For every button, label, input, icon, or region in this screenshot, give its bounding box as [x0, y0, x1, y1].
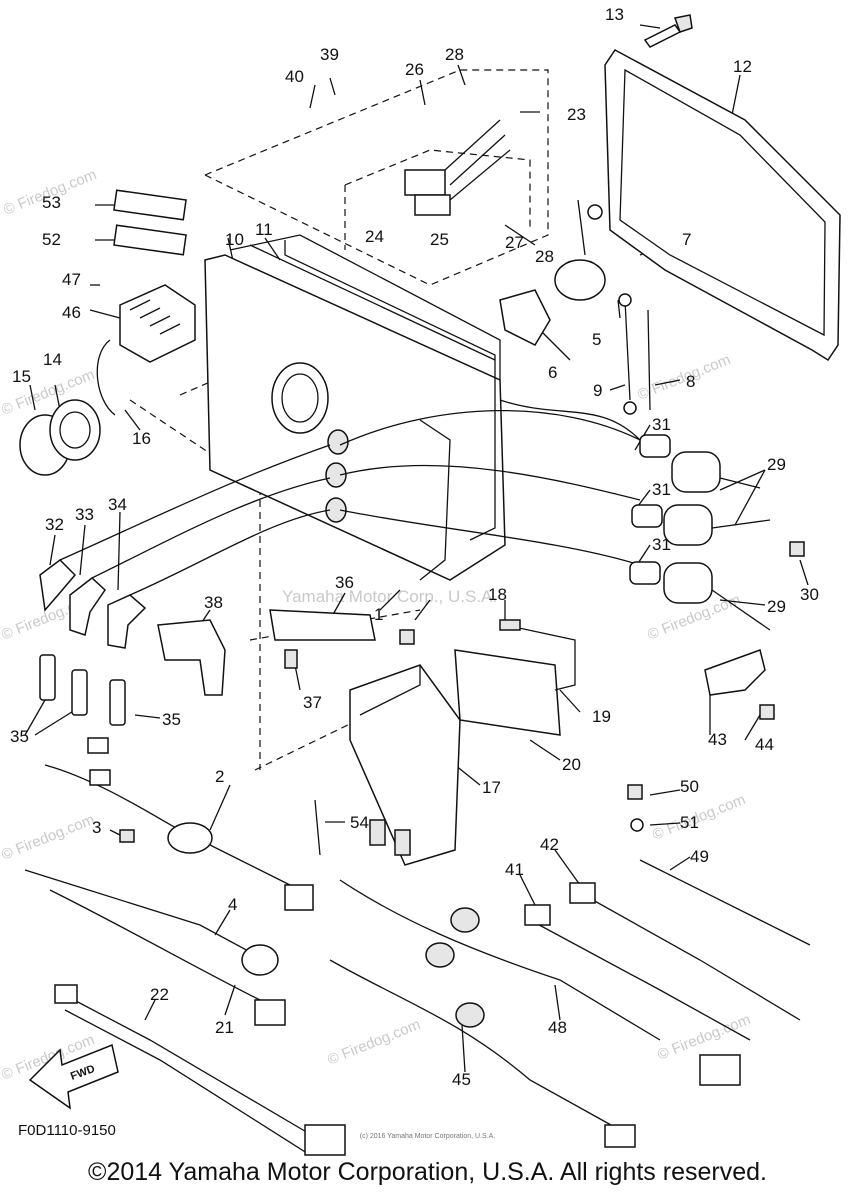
part-number: 29 [767, 597, 786, 616]
watermark: © Firedog.com [650, 791, 748, 844]
part-number: 45 [452, 1070, 471, 1089]
forward-arrow: FWD [28, 1043, 119, 1110]
part-number: 10 [225, 230, 244, 249]
wire-lead-21 [24, 869, 286, 1026]
bracket-20 [454, 624, 576, 736]
part-number: 17 [482, 778, 501, 797]
part-number: 54 [350, 813, 369, 832]
ignition-coils [629, 434, 771, 631]
wire-harness-48 [329, 879, 741, 1148]
part-number: 32 [45, 515, 64, 534]
lead-wires-8-9 [618, 293, 651, 415]
starter-relay-5 [554, 199, 606, 301]
part-number: 14 [43, 350, 62, 369]
part-number: 48 [548, 1018, 567, 1037]
part-number: 15 [12, 367, 31, 386]
screw-13 [643, 14, 693, 48]
rectifier-regulator-46 [96, 284, 196, 416]
gasket-12 [604, 49, 841, 362]
cap-14-15 [19, 399, 101, 476]
part-number: 50 [680, 777, 699, 796]
part-number: 34 [108, 495, 127, 514]
holder-36 [269, 609, 376, 641]
part-number: 23 [567, 105, 586, 124]
part-number: 25 [430, 230, 449, 249]
cdi-unit-17 [349, 664, 461, 866]
part-number: 22 [150, 985, 169, 1004]
part-number: 19 [592, 707, 611, 726]
part-number: 1 [374, 605, 383, 624]
electrical-box [204, 234, 506, 581]
part-number: 46 [62, 303, 81, 322]
part-number: 30 [800, 585, 819, 604]
part-number: 27 [505, 233, 524, 252]
cables-41-42-49 [524, 859, 811, 1041]
watermark: © Firedog.com [0, 811, 97, 864]
part-number: 52 [42, 230, 61, 249]
part-number: 53 [42, 193, 61, 212]
plug-caps [39, 444, 331, 649]
part-number: 2 [215, 767, 224, 786]
spark-plugs-35 [39, 654, 126, 726]
part-number: 47 [62, 270, 81, 289]
part-number: 3 [92, 818, 101, 837]
part-number: 29 [767, 455, 786, 474]
part-number: 42 [540, 835, 559, 854]
label-52 [113, 224, 187, 256]
coil-wires [339, 399, 641, 566]
center-watermark: Yamaha Motor Corp., U.S.A. [282, 587, 497, 606]
holder-6 [499, 289, 551, 346]
copyright-footer: ©2014 Yamaha Motor Corporation, U.S.A. A… [88, 1158, 767, 1186]
bracket-38 [157, 619, 226, 696]
part-number: 5 [592, 330, 601, 349]
part-number: 51 [680, 813, 699, 832]
diagram-code: F0D1110-9150 [18, 1122, 116, 1139]
bracket-43 [704, 649, 766, 696]
part-number: 36 [335, 573, 354, 592]
part-number: 28 [535, 247, 554, 266]
wire-harness-2 [44, 737, 314, 911]
small-copyright-note: (c) 2016 Yamaha Motor Corporation, U.S.A… [359, 1133, 496, 1140]
part-number: 26 [405, 60, 424, 79]
part-number: 12 [733, 57, 752, 76]
part-number-labels: 13 12 39 40 26 28 23 7 53 52 10 11 24 25… [10, 5, 819, 1089]
part-number: 35 [10, 727, 29, 746]
label-53 [113, 189, 187, 221]
part-number: 8 [686, 372, 695, 391]
part-number: 4 [228, 895, 237, 914]
wire-harness-22 [54, 984, 346, 1156]
part-number: 31 [652, 535, 671, 554]
part-number: 6 [548, 363, 557, 382]
part-number: 20 [562, 755, 581, 774]
part-number: 41 [505, 860, 524, 879]
part-number: 37 [303, 693, 322, 712]
part-number: 44 [755, 735, 774, 754]
part-number: 43 [708, 730, 727, 749]
part-number: 16 [132, 429, 151, 448]
part-number: 7 [682, 230, 691, 249]
tie-strap-54 [314, 799, 321, 856]
part-number: 31 [652, 480, 671, 499]
junction-23 [404, 119, 511, 216]
part-number: 11 [255, 220, 273, 239]
part-number: 39 [320, 45, 339, 64]
part-number: 38 [204, 593, 223, 612]
part-number: 35 [162, 710, 181, 729]
part-number: 33 [75, 505, 94, 524]
leader-lines [24, 24, 809, 1073]
part-number: 28 [445, 45, 464, 64]
part-number: 31 [652, 415, 671, 434]
watermark: © Firedog.com [325, 1016, 423, 1069]
part-number: 18 [488, 585, 507, 604]
part-number: 49 [690, 847, 709, 866]
part-number: 40 [285, 67, 304, 86]
part-number: 21 [215, 1018, 234, 1037]
part-number: 13 [605, 5, 624, 24]
part-number: 24 [365, 227, 384, 246]
part-number: 9 [593, 381, 602, 400]
bolts [119, 541, 805, 843]
